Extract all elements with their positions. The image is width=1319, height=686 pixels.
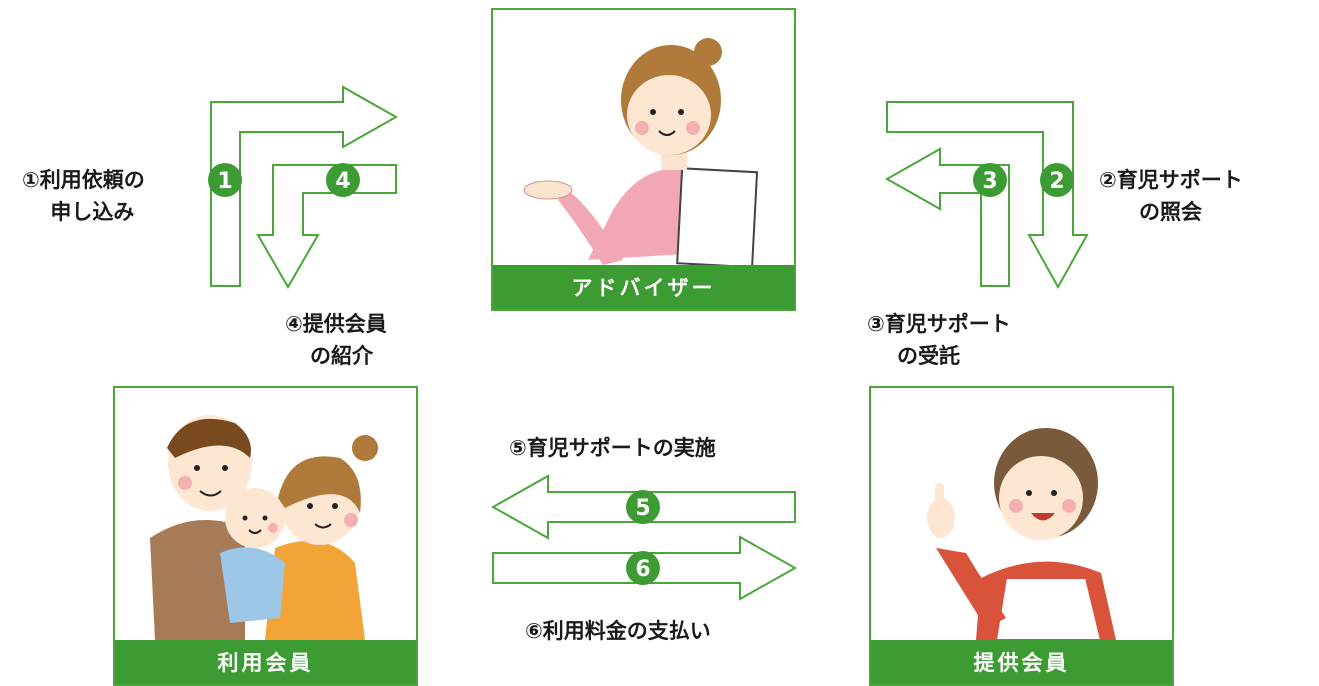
step-2-line2: の照会: [1139, 200, 1202, 224]
arrow-1: [210, 85, 399, 287]
provider-member-label: 提供会員: [871, 640, 1172, 684]
step-2-number: 2: [1049, 169, 1064, 194]
step-1-line2: 申し込み: [50, 200, 135, 224]
step-1-number: 1: [217, 169, 232, 194]
step-2-line1: ②育児サポート: [1099, 168, 1243, 192]
step-1-line1: ①利用依頼の: [22, 168, 145, 192]
provider-illustration: [927, 428, 1116, 640]
provider-member-node: 提供会員: [869, 386, 1174, 686]
step-5-number: 5: [635, 496, 650, 521]
step-4-line2: の紹介: [310, 344, 373, 368]
advisor-label: アドバイザー: [493, 265, 794, 309]
step-3-badge: [973, 163, 1007, 197]
step-2-badge: [1040, 163, 1074, 197]
step-4-number: 4: [335, 169, 350, 194]
step-5-badge: [626, 490, 660, 524]
step-6-badge: [626, 551, 660, 585]
step-1-label: ①利用依頼の 申し込み: [22, 164, 145, 228]
step-4-badge: [326, 163, 360, 197]
step-3-line2: の受託: [897, 344, 960, 368]
step-4-label: ④提供会員 の紹介: [285, 308, 387, 372]
user-member-node: 利用会員: [113, 386, 418, 686]
step-1-badge: [208, 163, 242, 197]
step-3-line1: ③育児サポート: [867, 312, 1011, 336]
advisor-illustration: [523, 38, 759, 265]
step-5-label: ⑤育児サポートの実施: [509, 436, 716, 460]
advisor-node: アドバイザー: [491, 8, 796, 311]
step-6-label: ⑥利用料金の支払い: [525, 619, 711, 643]
step-4-line1: ④提供会員: [285, 312, 387, 336]
family-illustration: [150, 415, 378, 640]
step-3-number: 3: [982, 169, 997, 194]
user-member-label: 利用会員: [115, 640, 416, 684]
step-3-label: ③育児サポート の受託: [867, 308, 1011, 372]
arrow-2: [886, 101, 1089, 290]
step-6-number: 6: [635, 557, 650, 582]
step-2-label: ②育児サポート の照会: [1099, 164, 1243, 228]
